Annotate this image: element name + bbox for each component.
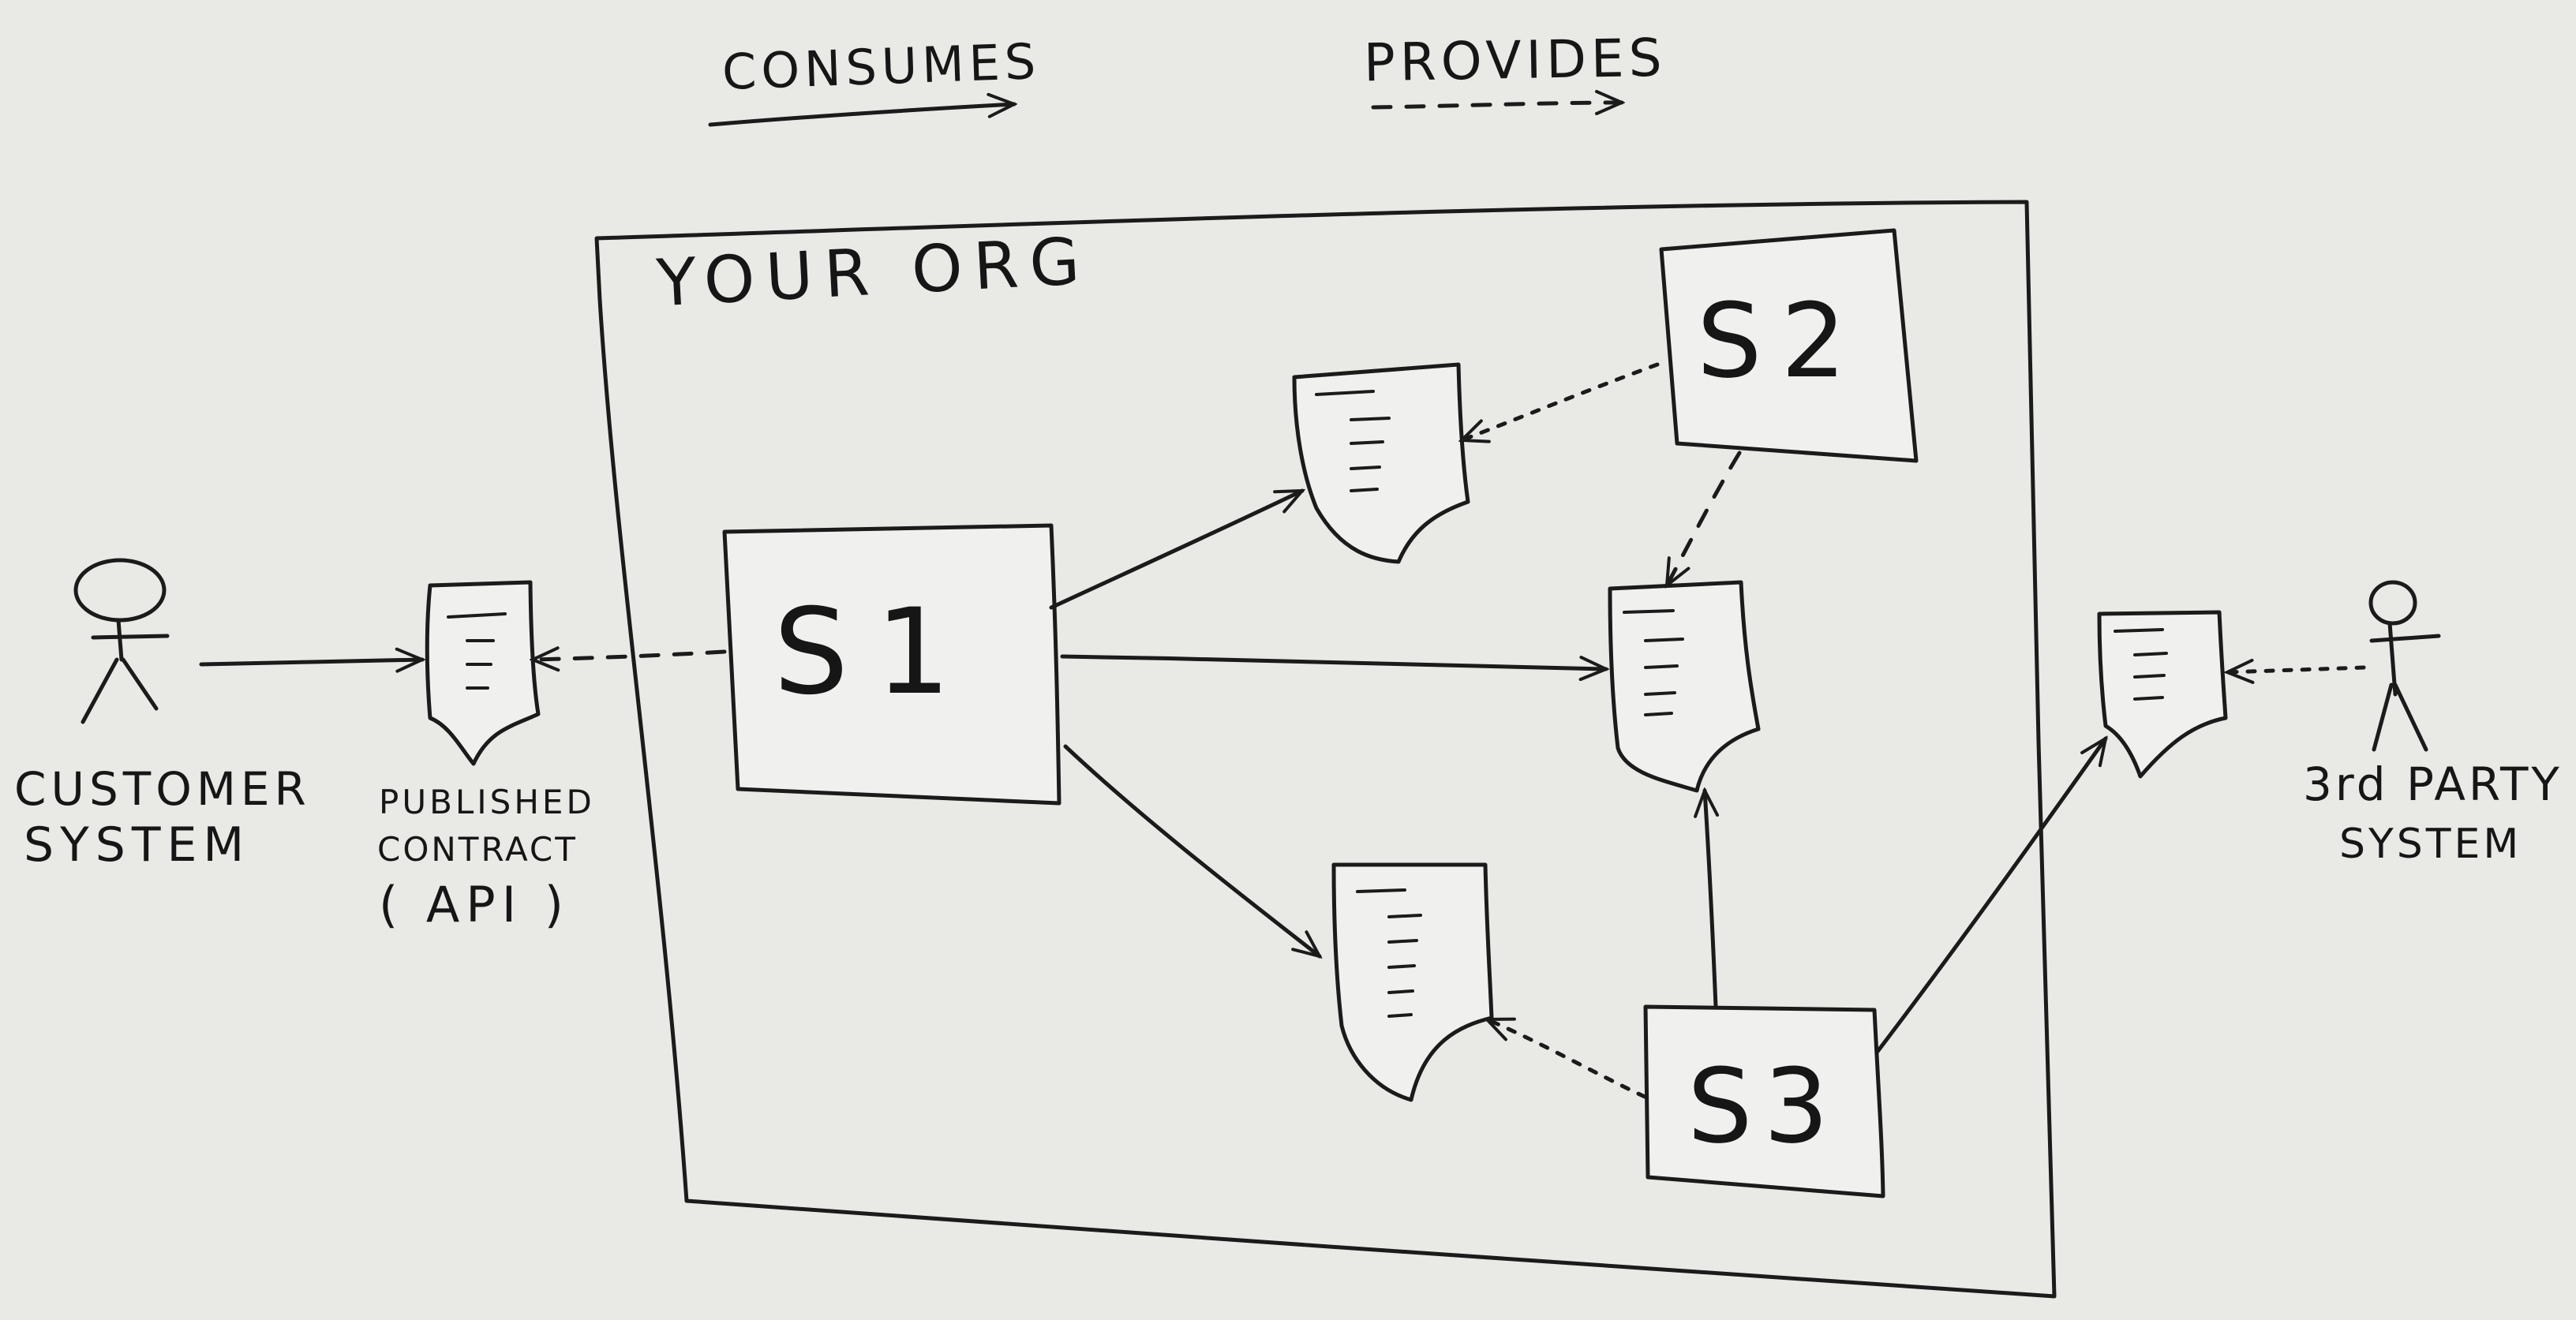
arrow-s1-to-bottom-doc: [1063, 744, 1320, 956]
contract-doc-third-party: [2097, 610, 2228, 779]
legend-provides-label: PROVIDES: [1363, 27, 1668, 94]
contract-doc-api: [425, 580, 541, 766]
legend-consumes-label: CONSUMES: [721, 32, 1042, 102]
s2-box: [1659, 228, 1919, 463]
contract-label-line3: ( API ): [379, 876, 570, 933]
s3-label: S3: [1687, 1046, 1840, 1166]
arrow-s2-provides-top-doc: [1462, 362, 1660, 440]
arrow-s3-to-middle-doc: [1705, 791, 1716, 1009]
s3-box: [1643, 1004, 1885, 1198]
org-boundary: [594, 200, 2057, 1299]
s1-box: [722, 523, 1061, 806]
third-party-label-line1: 3rd PARTY: [2303, 757, 2563, 811]
customer-label-line1: CUSTOMER: [14, 762, 311, 816]
s1-label: S1: [773, 584, 978, 721]
arrow-s3-provides-bottom-doc: [1487, 1017, 1647, 1099]
contract-doc-middle: [1608, 580, 1761, 793]
contract-label-line1: PUBLISHED: [379, 783, 595, 821]
arrow-s2-provides-middle-doc: [1664, 451, 1742, 585]
customer-actor-icon: [73, 558, 170, 724]
arrow-s1-to-middle-doc: [1060, 654, 1606, 669]
legend-provides-arrow: [1371, 103, 1622, 107]
third-party-actor-icon: [2368, 580, 2441, 752]
customer-label-line2: SYSTEM: [24, 817, 251, 873]
arrow-s1-to-top-doc: [1049, 488, 1302, 610]
arrow-customer-to-api: [199, 660, 422, 664]
arrow-third-party-provides-doc: [2227, 667, 2366, 672]
s2-label: S2: [1697, 281, 1866, 401]
arrow-s1-provides-api: [533, 652, 727, 660]
arrow-s3-to-third-party-doc: [1874, 739, 2106, 1055]
contract-doc-bottom: [1331, 862, 1494, 1102]
contract-doc-top: [1292, 362, 1470, 564]
legend-consumes-arrow: [708, 104, 1014, 127]
contract-label-line2: CONTRACT: [377, 830, 578, 869]
third-party-label-line2: SYSTEM: [2339, 821, 2522, 868]
